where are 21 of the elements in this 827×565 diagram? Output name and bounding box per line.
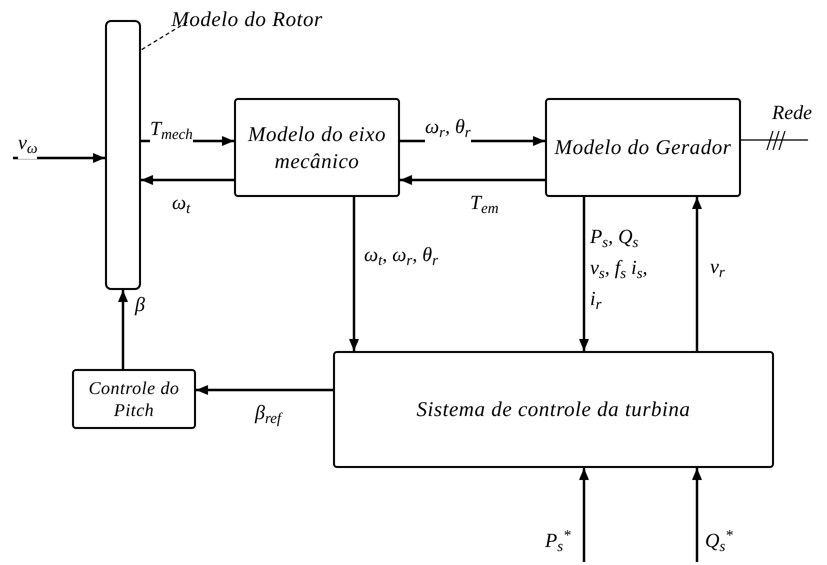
box-label: Sistema de controle da turbina	[416, 396, 692, 423]
arrow	[400, 175, 545, 185]
arrow	[141, 175, 234, 185]
arrow	[579, 468, 589, 562]
line	[741, 139, 808, 141]
arrow	[692, 197, 702, 351]
arrow	[118, 290, 128, 369]
process-box	[545, 98, 741, 197]
arrow	[349, 197, 359, 351]
arrow	[692, 468, 702, 562]
process-box	[72, 369, 196, 429]
arrow	[579, 197, 589, 351]
box-label: Modelo do eixo mecânico	[246, 121, 387, 174]
leader-line	[140, 21, 188, 51]
arrow	[196, 385, 333, 395]
rotor-bar	[105, 20, 141, 290]
box-label: Controle do Pitch	[88, 376, 180, 422]
box-label: Modelo do Gerador	[553, 134, 732, 161]
process-box	[333, 351, 774, 468]
process-box	[234, 98, 400, 197]
box-label: Modelo do Rotor	[170, 6, 324, 32]
